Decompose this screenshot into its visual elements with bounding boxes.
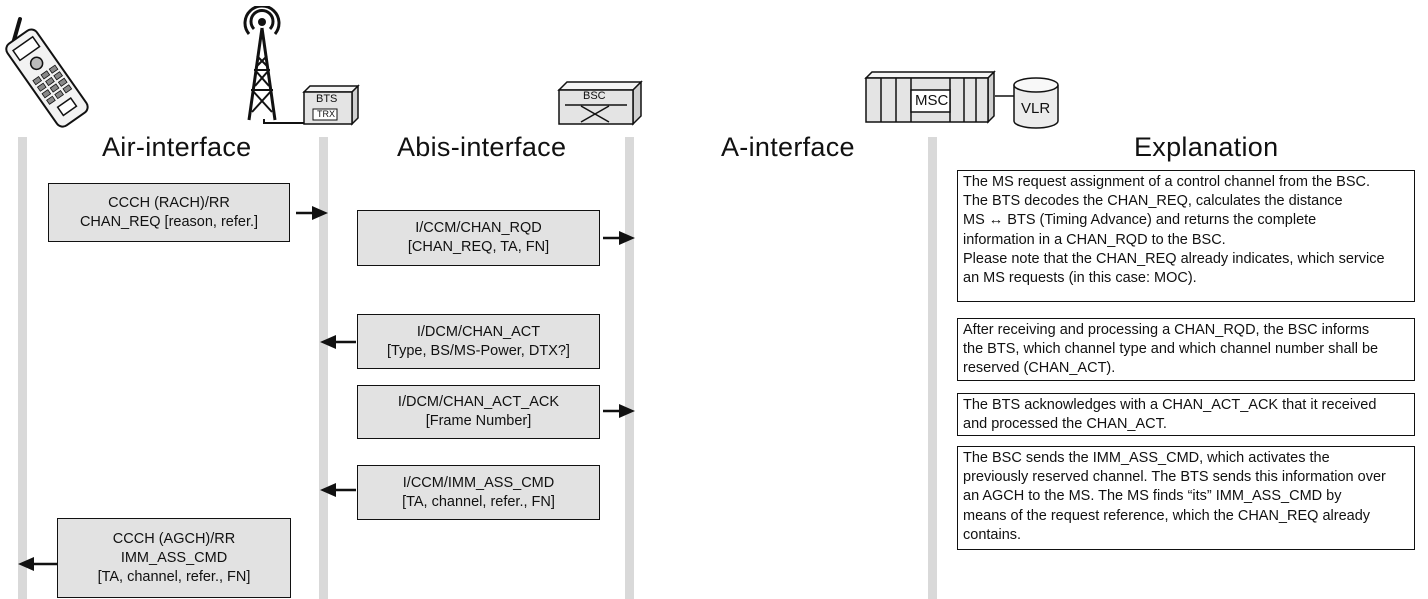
abis-interface-line xyxy=(319,137,328,599)
message-line: I/CCM/IMM_ASS_CMD xyxy=(402,474,555,491)
message-imm-ass-cmd-abis: I/CCM/IMM_ASS_CMD [TA, channel, refer., … xyxy=(357,465,600,520)
message-chan-act-ack: I/DCM/CHAN_ACT_ACK [Frame Number] xyxy=(357,385,600,439)
message-line: I/DCM/CHAN_ACT xyxy=(416,323,541,340)
vlr-label: VLR xyxy=(1021,100,1051,117)
message-line: [TA, channel, refer., FN] xyxy=(97,568,251,585)
bsc-icon: BSC xyxy=(557,80,643,126)
message-line: I/DCM/CHAN_ACT_ACK xyxy=(397,394,560,410)
a-interface-line xyxy=(625,137,634,599)
arrow-right-icon xyxy=(603,231,635,245)
msc-icon: MSC xyxy=(864,70,996,124)
message-line: CCCH (RACH)/RR xyxy=(108,194,230,211)
arrow-left-icon xyxy=(320,335,356,349)
msc-label: MSC xyxy=(915,92,949,109)
explanation-text: The BSC sends the IMM_ASS_CMD, which act… xyxy=(963,450,1386,543)
msc-vlr-link xyxy=(995,95,1015,97)
bts-label: BTS xyxy=(316,93,338,105)
message-chan-rqd: I/CCM/CHAN_RQD [CHAN_REQ, TA, FN] xyxy=(357,210,600,266)
arrow-right-icon xyxy=(296,206,328,220)
bsc-label: BSC xyxy=(583,90,606,102)
tower-cable xyxy=(263,119,310,124)
antenna-tower-icon xyxy=(237,4,287,127)
message-line: [TA, channel, refer., FN] xyxy=(402,493,555,510)
explanation-text: After receiving and processing a CHAN_RQ… xyxy=(963,322,1379,377)
message-line: IMM_ASS_CMD xyxy=(120,549,228,566)
air-interface-line xyxy=(18,137,27,599)
explanation-box-chan-req: The MS request assignment of a control c… xyxy=(957,170,1415,302)
abis-interface-heading: Abis-interface xyxy=(397,132,567,162)
arrow-left-icon xyxy=(320,483,356,497)
trx-label: TRX xyxy=(317,109,335,119)
message-line: [Frame Number] xyxy=(425,413,532,429)
explanation-heading: Explanation xyxy=(1134,132,1279,162)
message-chan-req: CCCH (RACH)/RR CHAN_REQ [reason, refer.] xyxy=(48,183,290,242)
message-line: [CHAN_REQ, TA, FN] xyxy=(407,239,550,255)
explanation-box-chan-act: After receiving and processing a CHAN_RQ… xyxy=(957,318,1415,381)
arrow-left-icon xyxy=(18,557,57,571)
explanation-box-chan-act-ack: The BTS acknowledges with a CHAN_ACT_ACK… xyxy=(957,393,1415,436)
message-chan-act: I/DCM/CHAN_ACT [Type, BS/MS-Power, DTX?] xyxy=(357,314,600,369)
message-line: CCCH (AGCH)/RR xyxy=(112,530,236,547)
mobile-phone-icon xyxy=(0,15,92,140)
explanation-text: The BTS acknowledges with a CHAN_ACT_ACK… xyxy=(963,397,1377,433)
air-interface-heading: Air-interface xyxy=(102,132,252,162)
message-line: I/CCM/CHAN_RQD xyxy=(415,220,542,236)
bts-icon: BTS TRX xyxy=(302,84,360,126)
message-line: [Type, BS/MS-Power, DTX?] xyxy=(387,342,570,359)
explanation-text: The MS request assignment of a control c… xyxy=(963,174,1385,287)
arrow-right-icon xyxy=(603,404,635,418)
explanation-box-imm-ass-cmd: The BSC sends the IMM_ASS_CMD, which act… xyxy=(957,446,1415,550)
message-imm-ass-cmd-air: CCCH (AGCH)/RR IMM_ASS_CMD [TA, channel,… xyxy=(57,518,291,598)
a-interface-heading: A-interface xyxy=(721,132,855,162)
vlr-database-icon: VLR xyxy=(1012,76,1060,130)
message-line: CHAN_REQ [reason, refer.] xyxy=(79,213,259,230)
explanation-divider-line xyxy=(928,137,937,599)
